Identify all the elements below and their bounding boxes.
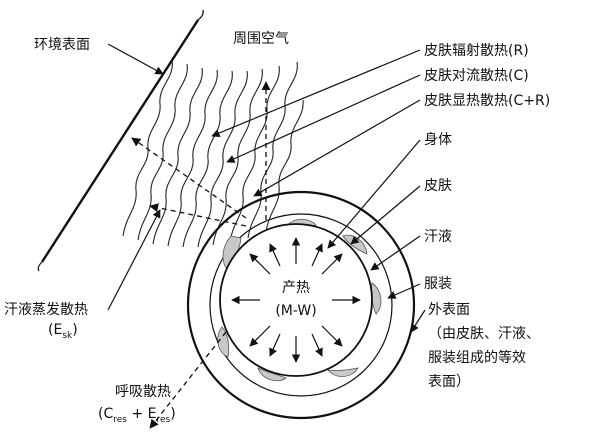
label-respiration: 呼吸散热: [115, 384, 171, 400]
label-skin: 皮肤: [424, 178, 452, 194]
label-skin-convection: 皮肤对流散热(C): [424, 68, 529, 84]
label-skin-radiation: 皮肤辐射散热(R): [424, 43, 529, 59]
label-skin-sensible: 皮肤显热散热(C+R): [424, 93, 550, 109]
label-clothing: 服装: [424, 276, 452, 292]
label-outer-surface: 外表面: [428, 302, 470, 318]
label-outer-surface-note-2: 服装组成的等效: [428, 349, 526, 366]
label-environment-surface: 环境表面: [34, 37, 90, 53]
label-sweat-evaporation: 汗液蒸发散热: [4, 302, 88, 318]
label-outer-surface-note-3: 表面）: [428, 374, 470, 390]
surface-break-mark-bottom: [38, 262, 42, 271]
air-flow-waves: [123, 60, 303, 247]
label-sweat-evaporation-symbol: (Esk): [48, 322, 78, 341]
label-respiration-formula: (Cres + Eres): [98, 406, 176, 425]
label-ambient-air: 周围空气: [233, 31, 289, 47]
label-heat-production-formula: (M-W): [275, 303, 316, 319]
label-body: 身体: [424, 132, 452, 148]
label-outer-surface-note-1: （由皮肤、汗液、: [428, 326, 540, 342]
surface-break-mark: [198, 10, 203, 20]
label-heat-production: 产热: [282, 280, 310, 296]
label-sweat: 汗液: [424, 229, 452, 245]
